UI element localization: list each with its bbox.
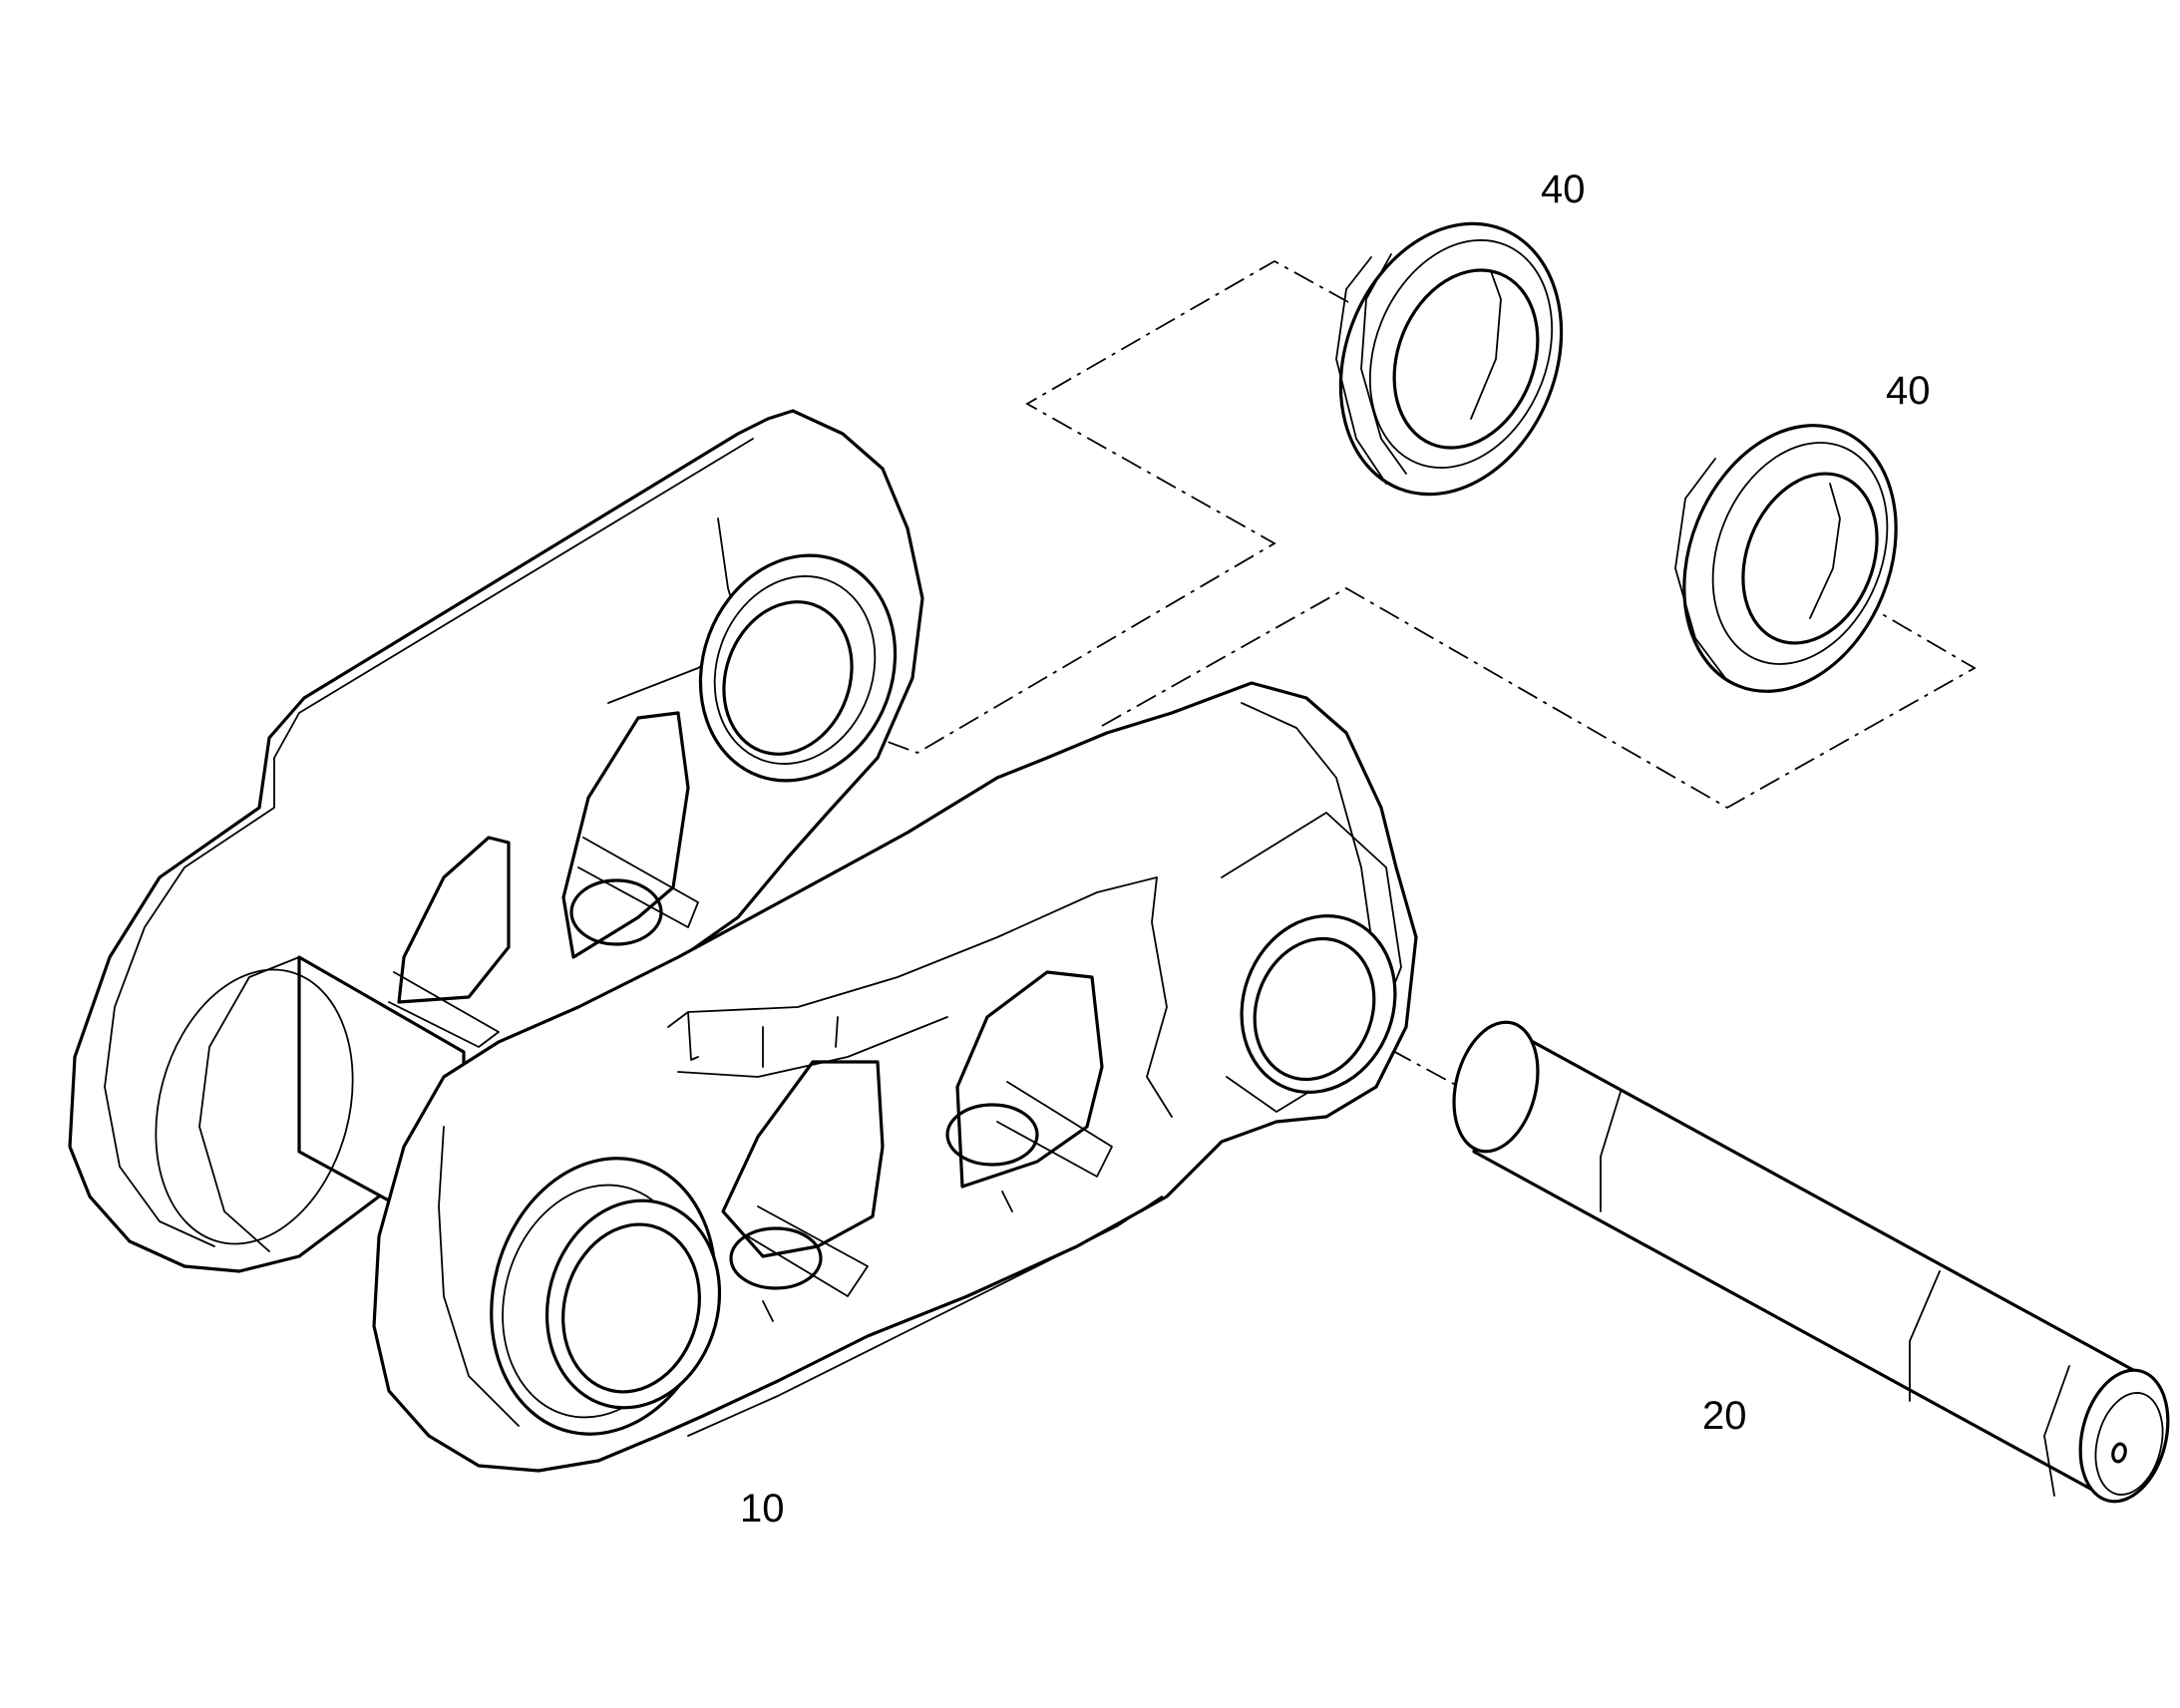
- part-label-20: 20: [1702, 1394, 1747, 1438]
- seal-ring-upper: [1335, 221, 1564, 497]
- part-label-40-lower: 40: [1886, 369, 1931, 413]
- track-link-assembly: [68, 409, 1418, 1473]
- track-pin: [1452, 1020, 2170, 1504]
- part-label-10: 10: [740, 1487, 785, 1531]
- part-label-40-upper: 40: [1541, 168, 1586, 211]
- seal-ring-lower: [1674, 424, 1898, 693]
